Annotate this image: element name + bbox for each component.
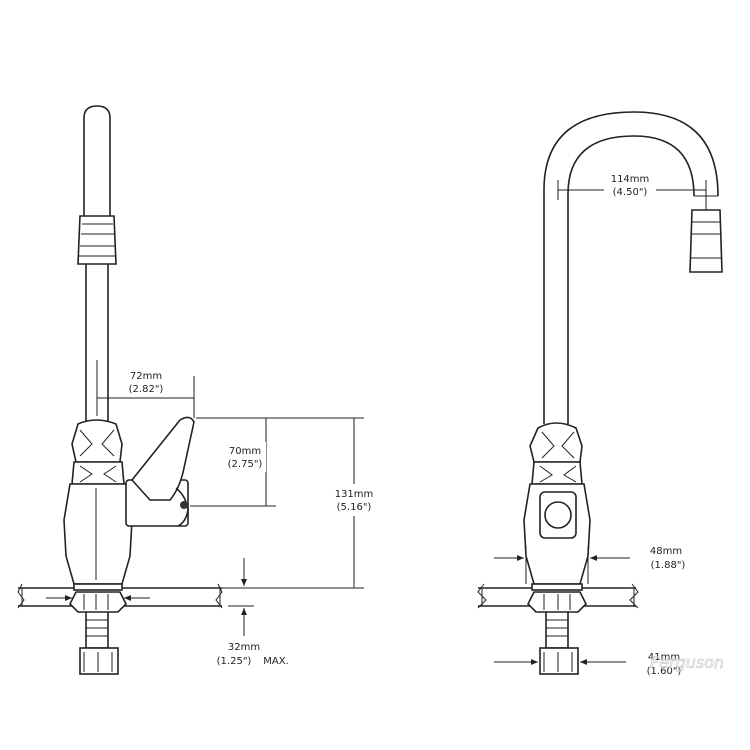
dimension-base-width: 48mm (1.88") [494,546,685,584]
handle-height-imperial: (2.75") [228,459,263,470]
dimension-faucet-height: 131mm (5.16") [222,417,378,589]
dimension-spout-reach: 114mm (4.50") [557,170,707,210]
shank-side [69,591,127,675]
handle-reach-imperial: (2.82") [129,384,164,395]
spout-reach-imperial: (4.50") [613,187,648,198]
dimension-deck-thickness: 32mm (1.25") MAX. [217,558,289,667]
gooseneck-spout [543,111,723,424]
handle-reach-metric: 72mm [130,371,162,382]
front-view: 114mm (4.50") [477,111,723,677]
handle-height-metric: 70mm [229,446,261,457]
dimension-handle-height: 70mm (2.75") [190,417,276,507]
base-width-metric: 48mm [650,546,682,557]
faucet-height-imperial: (5.16") [337,502,372,513]
side-view: 72mm (2.82") 70mm (2.75") 131mm (5.16") [17,105,378,675]
watermark-logo: Ferguson [650,653,724,672]
dimension-shank-width: 41mm (1.60") [494,648,681,677]
shank-width-metric: 41mm [648,652,680,663]
faucet-height-metric: 131mm [335,489,374,500]
shank-width-imperial: (1.60") [647,666,682,677]
faucet-body-side [63,419,133,591]
lever-handle-side [125,416,195,527]
spout-reach-metric: 114mm [611,174,650,185]
shank-front [527,591,587,675]
dimension-handle-reach: 72mm (2.82") [96,360,195,418]
deck-thickness-note: MAX. [263,656,289,667]
deck-thickness-imperial: (1.25") [217,656,252,667]
base-width-imperial: (1.88") [651,560,686,571]
spout-tube-side [77,105,117,422]
faucet-body-front [523,422,591,591]
deck-thickness-metric: 32mm [228,642,260,653]
